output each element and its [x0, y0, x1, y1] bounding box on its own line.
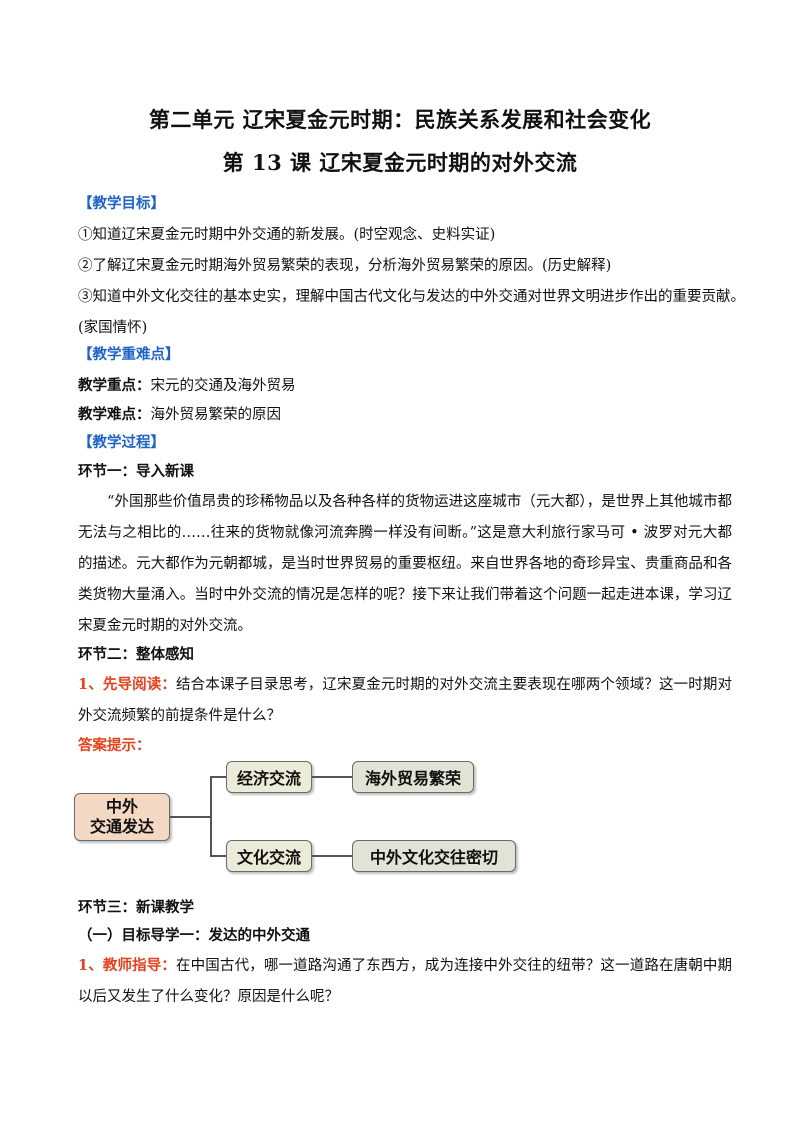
diagram-root: 中外 交通发达	[74, 793, 170, 841]
objective-item-3: ③知道中外文化交往的基本史实，理解中国古代文化与发达的中外交通对世界文明进步作出…	[78, 289, 745, 305]
focus-text: 宋元的交通及海外贸易	[150, 378, 296, 394]
intro-paragraph: “外国那些价值昂贵的珍稀物品以及各种各样的货物运进这座城市（元大都），是世界上其…	[78, 494, 732, 634]
diagram-connector	[210, 776, 226, 778]
diagram-connector	[210, 776, 212, 856]
teacher-paragraph: 1、教师指导：在中国古代，哪一道路沟通了东西方，成为连接中外交往的纽带？这一道路…	[78, 950, 732, 1013]
focus-label: 教学重点：	[78, 377, 151, 394]
lesson-title: 第 13 课 辽宋夏金元时期的对外交流	[222, 150, 578, 175]
process-heading: 【教学过程】	[78, 434, 165, 451]
diagram-leaf-trade: 海外贸易繁荣	[352, 761, 474, 793]
diagram-connector	[312, 855, 352, 857]
objectives-heading: 【教学目标】	[78, 195, 165, 212]
focus-line: 教学重点：宋元的交通及海外贸易	[78, 376, 738, 396]
preread-label: 1、先导阅读：	[78, 676, 177, 693]
step3-title: 环节三：新课教学	[78, 899, 194, 916]
section1-title: （一）目标导学一：发达的中外交通	[78, 927, 310, 944]
difficulty-label: 教学难点：	[78, 406, 151, 423]
teacher-text: 在中国古代，哪一道路沟通了东西方，成为连接中外交往的纽带？这一道路在唐朝中期以后…	[78, 958, 732, 1005]
objective-item-2: ②了解辽宋夏金元时期海外贸易繁荣的表现，分析海外贸易繁荣的原因。(历史解释)	[78, 258, 612, 274]
key-points-heading: 【教学重难点】	[78, 346, 180, 363]
difficulty-line: 教学难点：海外贸易繁荣的原因	[78, 405, 738, 425]
unit-title: 第二单元 辽宋夏金元时期：民族关系发展和社会变化	[148, 107, 652, 132]
diagram-root-line1: 中外	[105, 797, 138, 816]
preread-text: 结合本课子目录思考，辽宋夏金元时期的对外交流主要表现在哪两个领域？这一时期对外交…	[78, 677, 732, 724]
preread-paragraph: 1、先导阅读：结合本课子目录思考，辽宋夏金元时期的对外交流主要表现在哪两个领域？…	[78, 669, 732, 732]
diagram-root-line2: 交通发达	[89, 817, 154, 836]
step1-title: 环节一：导入新课	[78, 463, 194, 480]
diagram-branch-cultural: 文化交流	[226, 840, 312, 872]
diagram-branch-economic: 经济交流	[226, 761, 312, 793]
diagram-connector	[210, 855, 226, 857]
step2-title: 环节二：整体感知	[78, 646, 194, 663]
objective-item-1: ①知道辽宋夏金元时期中外交通的新发展。(时空观念、史料实证)	[78, 227, 496, 243]
difficulty-text: 海外贸易繁荣的原因	[150, 407, 282, 423]
teacher-label: 1、教师指导：	[78, 957, 177, 974]
diagram-leaf-culture: 中外文化交往密切	[352, 840, 516, 872]
answer-hint: 答案提示：	[78, 737, 151, 754]
diagram-connector	[312, 776, 352, 778]
objective-item-3-tail: (家国情怀)	[78, 320, 148, 336]
diagram-connector	[170, 816, 210, 818]
